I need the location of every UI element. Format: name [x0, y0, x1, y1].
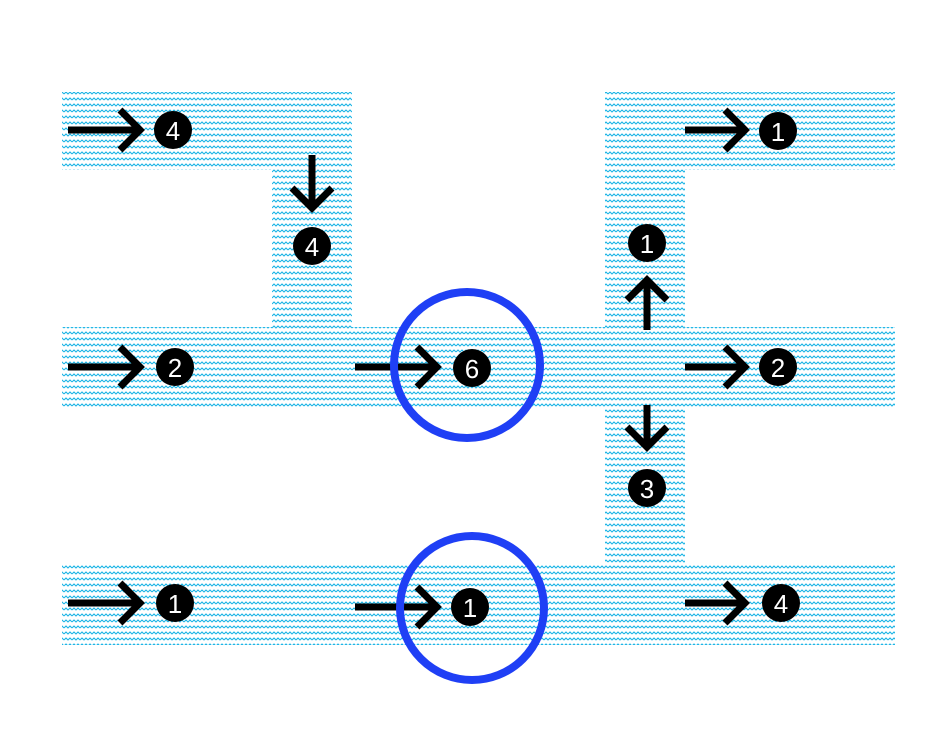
- arrow-right-icon: [68, 107, 145, 153]
- count-badge: 1: [156, 584, 194, 622]
- count-badge: 6: [453, 349, 491, 387]
- count-label: 1: [640, 229, 654, 259]
- node-top-left-down: 4: [289, 155, 335, 265]
- count-badge: 4: [762, 584, 800, 622]
- count-label: 2: [771, 353, 785, 383]
- arrow-up-icon: [624, 275, 670, 330]
- count-badge: 4: [293, 227, 331, 265]
- arrow-right-icon: [68, 580, 145, 626]
- node-middle-right-out: 2: [685, 344, 797, 390]
- count-label: 1: [463, 593, 477, 623]
- count-label: 3: [640, 474, 654, 504]
- arrow-down-icon: [624, 405, 670, 452]
- count-badge: 1: [628, 224, 666, 262]
- count-badge: 1: [451, 588, 489, 626]
- count-label: 2: [168, 353, 182, 383]
- arrow-down-icon: [289, 155, 335, 213]
- arrow-right-icon: [355, 584, 442, 630]
- node-bottom-center: 1: [355, 532, 548, 684]
- count-label: 4: [305, 232, 319, 262]
- node-middle-left-in: 2: [68, 344, 194, 390]
- count-badge: 3: [628, 469, 666, 507]
- highlight-ring: [390, 288, 544, 442]
- node-middle-center: 6: [355, 288, 544, 442]
- band-right-vertical: [605, 92, 685, 645]
- node-bottom-right-out: 4: [685, 580, 800, 626]
- node-bottom-left-in: 1: [68, 580, 194, 626]
- count-badge: 1: [759, 112, 797, 150]
- count-badge: 4: [154, 111, 192, 149]
- count-label: 1: [168, 589, 182, 619]
- node-top-right-out: 1: [685, 107, 797, 153]
- count-label: 6: [465, 354, 479, 384]
- node-top-left-out: 4: [68, 107, 192, 153]
- count-badge: 2: [156, 348, 194, 386]
- count-badge: 2: [759, 348, 797, 386]
- node-right-down: 3: [624, 405, 670, 507]
- arrow-right-icon: [685, 107, 750, 153]
- arrow-right-icon: [68, 344, 145, 390]
- highlight-ring: [396, 532, 548, 684]
- arrow-right-icon: [685, 344, 750, 390]
- node-right-up: 1: [624, 224, 670, 330]
- count-label: 4: [166, 116, 180, 146]
- band-top-right: [605, 92, 895, 170]
- count-label: 4: [774, 589, 788, 619]
- count-label: 1: [771, 117, 785, 147]
- arrow-right-icon: [685, 580, 750, 626]
